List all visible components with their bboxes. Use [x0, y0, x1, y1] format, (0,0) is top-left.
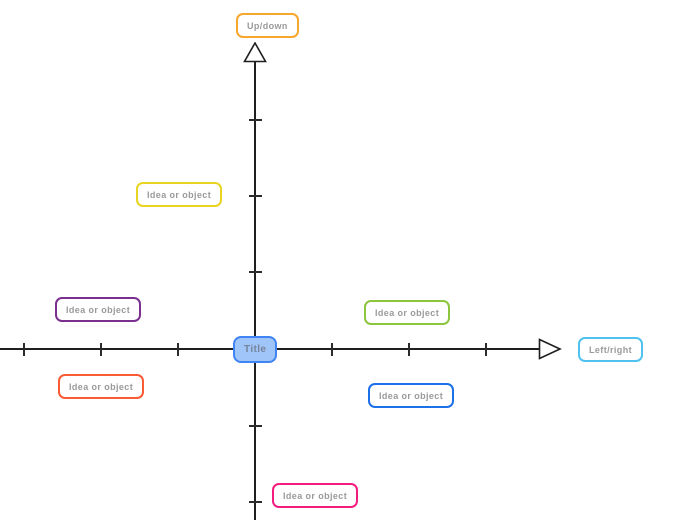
- up-arrow-icon: [243, 42, 267, 63]
- axis-tick: [100, 343, 102, 356]
- right-arrow-icon: [538, 338, 562, 360]
- idea-node-bottom[interactable]: Idea or object: [272, 483, 359, 508]
- vertical-axis-line: [254, 61, 256, 520]
- axis-tick: [331, 343, 333, 356]
- vertical-axis-label-box[interactable]: Up/down: [236, 13, 299, 38]
- idea-node-right-upper[interactable]: Idea or object: [364, 300, 451, 325]
- idea-node-left[interactable]: Idea or object: [55, 297, 142, 322]
- idea-node-lower-left[interactable]: Idea or object: [58, 374, 145, 399]
- axis-tick: [249, 195, 262, 197]
- axis-tick: [249, 271, 262, 273]
- axis-tick: [177, 343, 179, 356]
- axis-tick: [249, 119, 262, 121]
- title-box[interactable]: Title: [233, 336, 278, 363]
- axis-tick: [249, 501, 262, 503]
- idea-node-upper-left[interactable]: Idea or object: [136, 182, 223, 207]
- axis-tick: [485, 343, 487, 356]
- axis-tick: [23, 343, 25, 356]
- axis-tick: [249, 425, 262, 427]
- horizontal-axis-label-box[interactable]: Left/right: [578, 337, 643, 362]
- axis-tick: [408, 343, 410, 356]
- idea-node-lower-right[interactable]: Idea or object: [368, 383, 455, 408]
